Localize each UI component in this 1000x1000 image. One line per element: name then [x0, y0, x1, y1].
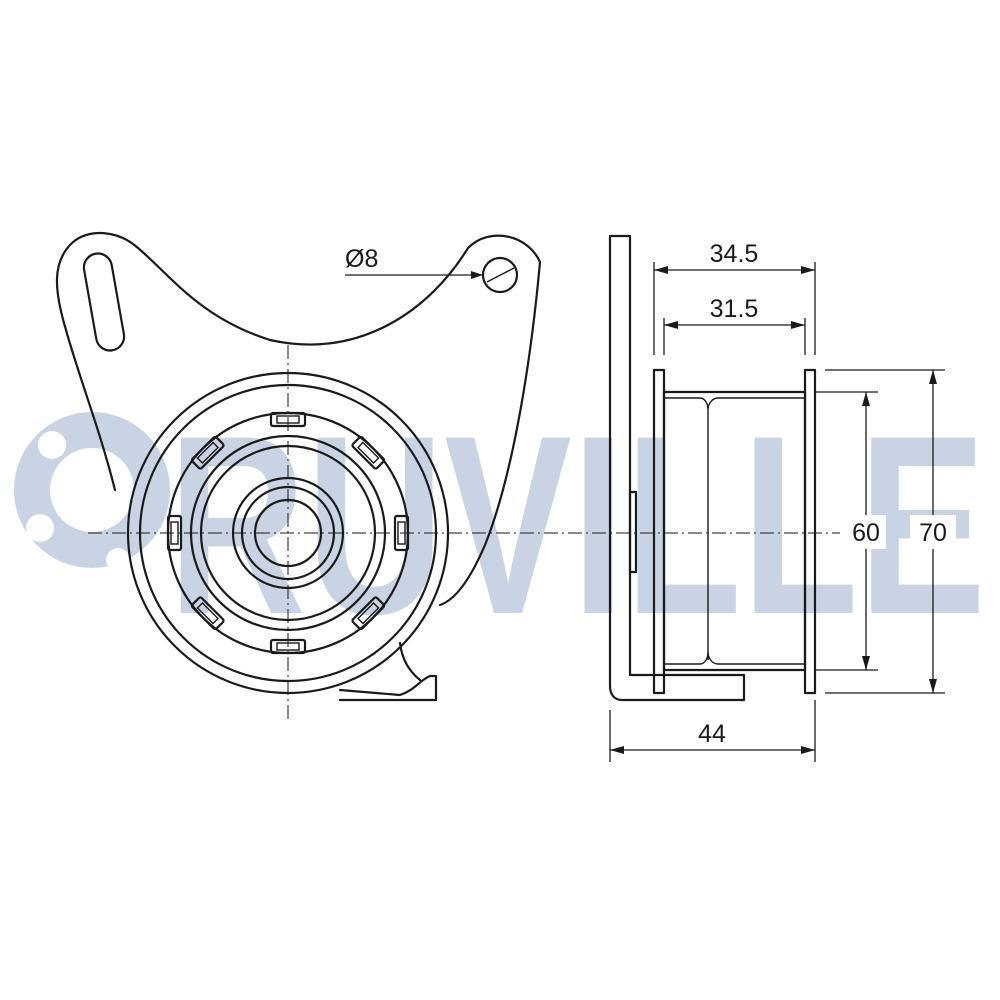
depth-44-label: 44 — [698, 720, 726, 748]
width-34-5-label: 34.5 — [710, 240, 759, 268]
diameter-60-label: 60 — [852, 519, 880, 547]
side-view: 34.5 31.5 60 70 44 — [608, 234, 956, 762]
pulley-body — [662, 390, 807, 672]
diameter-70-label: 70 — [919, 519, 947, 547]
bracket-tab — [338, 674, 438, 702]
ruville-logo-watermark: RUVILLE — [14, 383, 986, 668]
width-31-5-label: 31.5 — [710, 295, 759, 323]
adjustment-slot — [82, 252, 126, 352]
mounting-bracket — [55, 231, 542, 607]
side-bracket-plate — [608, 234, 746, 702]
hole-diameter-label: Ø8 — [345, 245, 378, 273]
